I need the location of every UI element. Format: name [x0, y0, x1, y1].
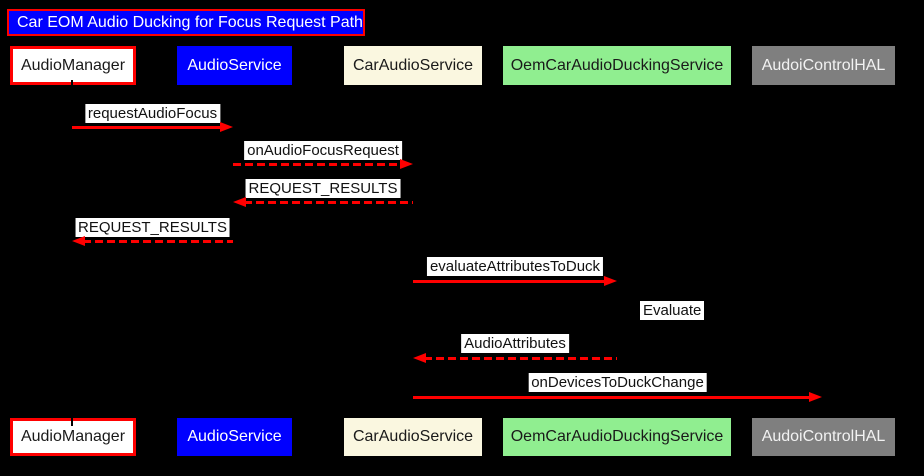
arrowhead-icon: [233, 197, 246, 207]
lifeline-caraudioservice: [412, 85, 414, 418]
message-7-label: onDevicesToDuckChange: [528, 373, 707, 392]
lifeline-audiomanager: [71, 85, 73, 418]
lifeline-tick-top: [71, 80, 73, 90]
arrowhead-icon: [400, 159, 413, 169]
arrowhead-icon: [413, 353, 426, 363]
message-5-label: Evaluate: [640, 301, 705, 320]
arrowhead-icon: [809, 392, 822, 402]
message-7-line: [413, 396, 811, 399]
participant-audoicontrolhal-bottom: AudoiControlHAL: [752, 418, 895, 456]
message-4-label: evaluateAttributesToDuck: [426, 257, 604, 276]
arrowhead-icon: [604, 276, 617, 286]
lifeline-audioservice: [232, 85, 234, 418]
lifeline-audoicontrolhal: [821, 85, 823, 418]
participant-caraudioservice-bottom: CarAudioService: [344, 418, 482, 456]
participant-audoicontrolhal-top: AudoiControlHAL: [752, 46, 895, 85]
arrowhead-icon: [72, 236, 85, 246]
message-0-label: requestAudioFocus: [84, 104, 221, 123]
lifeline-oemcaraudioduckingservice: [616, 85, 618, 418]
arrowhead-icon: [220, 122, 233, 132]
diagram-title: Car EOM Audio Ducking for Focus Request …: [7, 9, 365, 36]
message-1-label: onAudioFocusRequest: [244, 141, 402, 160]
message-2-line: [244, 201, 413, 204]
lifeline-tick-bottom: [71, 414, 73, 426]
participant-caraudioservice-top: CarAudioService: [344, 46, 482, 85]
participant-oemcaraudioduckingservice-bottom: OemCarAudioDuckingService: [503, 418, 731, 456]
message-6-line: [424, 357, 617, 360]
message-4-line: [413, 280, 606, 283]
message-1-line: [233, 163, 402, 166]
message-0-line: [72, 126, 222, 129]
participant-audiomanager-top: AudioManager: [10, 46, 136, 85]
participant-audioservice-top: AudioService: [177, 46, 292, 85]
participant-audioservice-bottom: AudioService: [177, 418, 292, 456]
message-6-label: AudioAttributes: [461, 334, 569, 353]
participant-oemcaraudioduckingservice-top: OemCarAudioDuckingService: [503, 46, 731, 85]
message-2-label: REQUEST_RESULTS: [245, 179, 401, 198]
message-3-label: REQUEST_RESULTS: [75, 218, 230, 237]
participant-audiomanager-bottom: AudioManager: [10, 418, 136, 456]
message-3-line: [83, 240, 233, 243]
